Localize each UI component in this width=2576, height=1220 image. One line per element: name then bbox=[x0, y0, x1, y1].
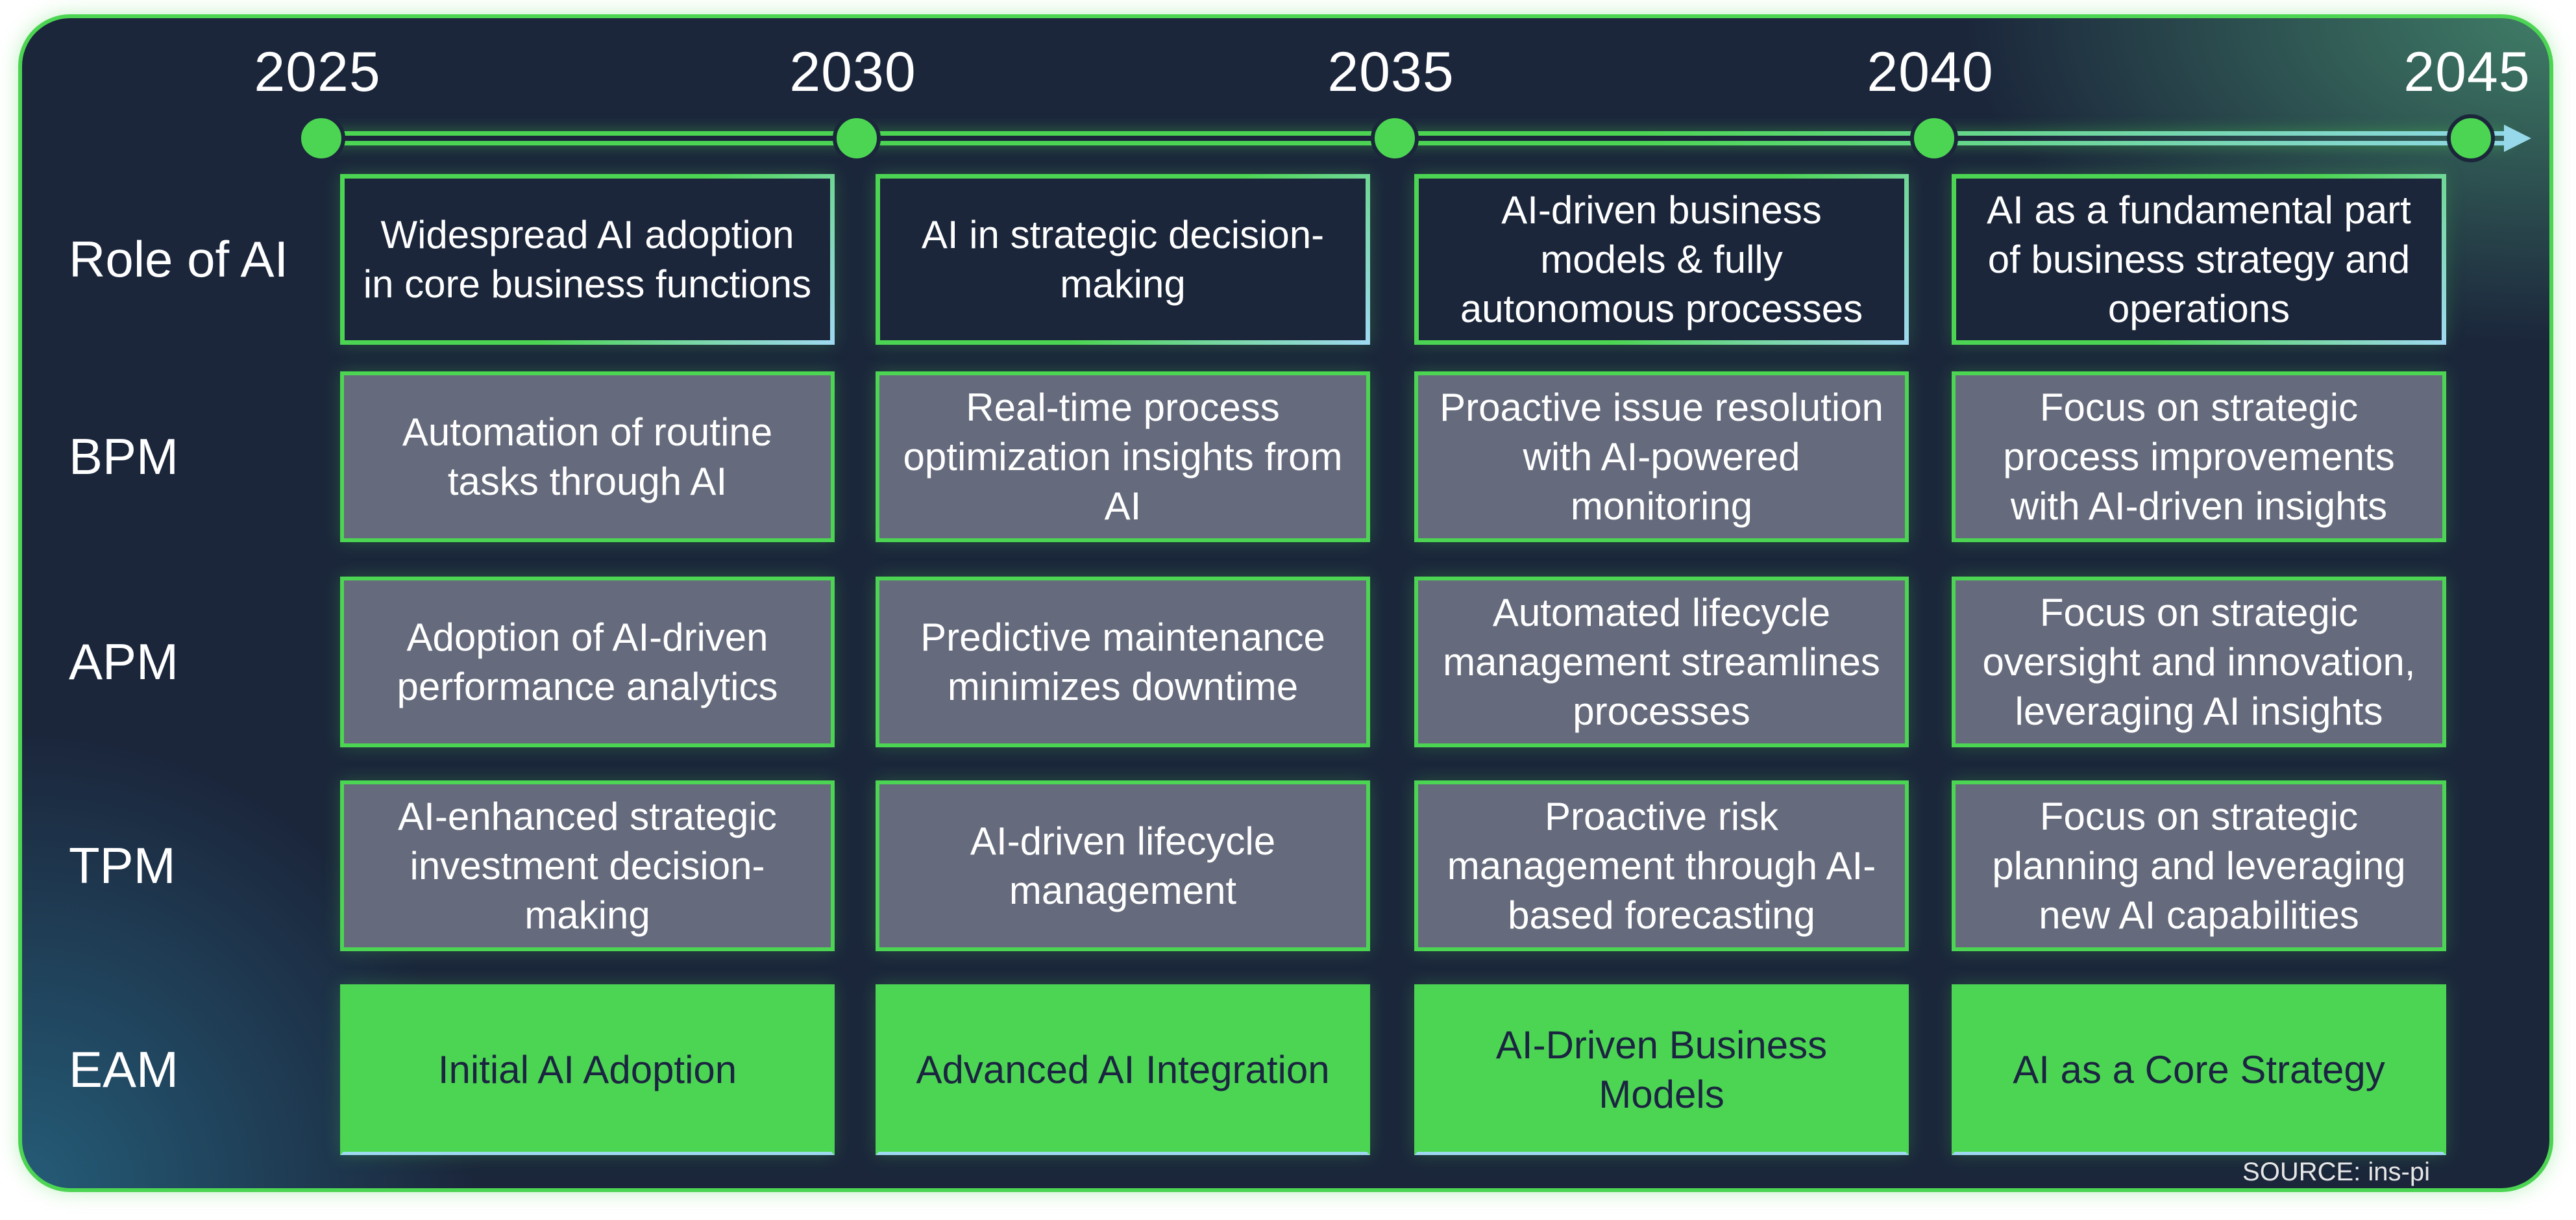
year-label: 2030 bbox=[789, 41, 916, 103]
eam-cell: AI as a Core Strategy bbox=[1952, 984, 2446, 1155]
cell-text: Widespread AI adoption in core business … bbox=[363, 212, 812, 306]
source-note: SOURCE: ins-pi bbox=[2242, 1158, 2430, 1186]
cell-text: Proactive risk management through AI-bas… bbox=[1447, 794, 1876, 937]
cell-text: Advanced AI Integration bbox=[916, 1047, 1330, 1091]
cell-text: Real-time process optimization insights … bbox=[903, 385, 1343, 528]
cell-text: Focus on strategic oversight and innovat… bbox=[1982, 590, 2416, 733]
cell-text: Focus on strategic process improvements … bbox=[2003, 385, 2395, 528]
year-label: 2045 bbox=[2403, 41, 2531, 103]
cell-text: Proactive issue resolution with AI-power… bbox=[1440, 385, 1883, 528]
cell-text: Focus on strategic planning and leveragi… bbox=[1992, 794, 2406, 937]
arrow-right-icon bbox=[2504, 125, 2531, 152]
year-label: 2025 bbox=[254, 41, 381, 103]
role-of-ai-cell: AI as a fundamental part of business str… bbox=[1952, 174, 2446, 345]
cell-text: AI in strategic decision-making bbox=[921, 212, 1325, 306]
apm-cell: Focus on strategic oversight and innovat… bbox=[1952, 577, 2446, 747]
cell-text: AI-driven lifecycle management bbox=[970, 819, 1276, 912]
role-of-ai-cell: Widespread AI adoption in core business … bbox=[340, 174, 835, 345]
row-label-tpm: TPM bbox=[69, 837, 176, 894]
timeline-dot bbox=[1910, 114, 1958, 162]
cell-text: AI-enhanced strategic investment decisio… bbox=[398, 794, 777, 937]
apm-cell: Predictive maintenance minimizes downtim… bbox=[876, 577, 1370, 747]
timeline-dot bbox=[297, 114, 345, 162]
timeline-dot bbox=[2447, 114, 2495, 162]
row-label-bpm: BPM bbox=[69, 428, 179, 485]
eam-cell: Initial AI Adoption bbox=[340, 984, 835, 1155]
tpm-cell: AI-enhanced strategic investment decisio… bbox=[340, 780, 835, 951]
eam-cell: AI-Driven Business Models bbox=[1414, 984, 1909, 1155]
year-label: 2035 bbox=[1327, 41, 1454, 103]
cell-text: AI as a fundamental part of business str… bbox=[1987, 188, 2411, 330]
timeline-dot bbox=[1371, 114, 1419, 162]
row-label-role-of-ai: Role of AI bbox=[69, 230, 289, 288]
eam-cell: Advanced AI Integration bbox=[876, 984, 1370, 1155]
cell-text: Initial AI Adoption bbox=[437, 1047, 737, 1091]
cell-text: Automated lifecycle management streamlin… bbox=[1443, 590, 1880, 733]
tpm-cell: Focus on strategic planning and leveragi… bbox=[1952, 780, 2446, 951]
role-of-ai-cell: AI in strategic decision-making bbox=[876, 174, 1370, 345]
cell-text: AI-driven business models & fully autono… bbox=[1460, 188, 1863, 330]
role-of-ai-cell: AI-driven business models & fully autono… bbox=[1414, 174, 1909, 345]
cell-text: AI as a Core Strategy bbox=[2013, 1047, 2385, 1091]
row-label-apm: APM bbox=[69, 633, 179, 690]
apm-cell: Automated lifecycle management streamlin… bbox=[1414, 577, 1909, 747]
tpm-cell: AI-driven lifecycle management bbox=[876, 780, 1370, 951]
year-label: 2040 bbox=[1867, 41, 1994, 103]
tpm-cell: Proactive risk management through AI-bas… bbox=[1414, 780, 1909, 951]
cell-text: Automation of routine tasks through AI bbox=[402, 410, 773, 503]
cell-text: AI-Driven Business Models bbox=[1495, 1023, 1828, 1116]
bpm-cell: Proactive issue resolution with AI-power… bbox=[1414, 371, 1909, 542]
bpm-cell: Focus on strategic process improvements … bbox=[1952, 371, 2446, 542]
timeline-dot bbox=[833, 114, 881, 162]
bpm-cell: Real-time process optimization insights … bbox=[876, 371, 1370, 542]
bpm-cell: Automation of routine tasks through AI bbox=[340, 371, 835, 542]
apm-cell: Adoption of AI-driven performance analyt… bbox=[340, 577, 835, 747]
row-label-eam: EAM bbox=[69, 1041, 179, 1098]
cell-text: Adoption of AI-driven performance analyt… bbox=[397, 615, 778, 708]
cell-text: Predictive maintenance minimizes downtim… bbox=[920, 615, 1325, 708]
